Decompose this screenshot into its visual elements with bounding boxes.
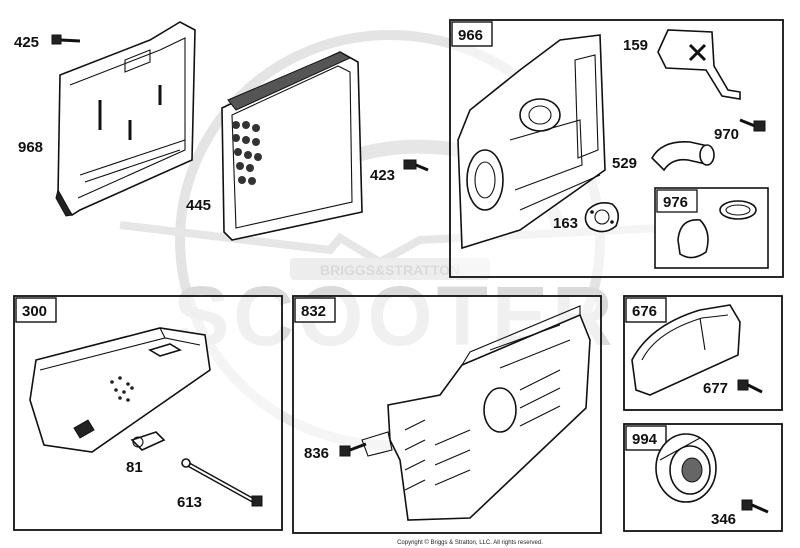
part-445-filter [221,51,363,241]
box-label-994: 994 [632,431,658,448]
label-677: 677 [703,380,728,397]
label-346: 346 [711,511,736,528]
box-976: 976 [654,187,769,269]
label-81: 81 [126,459,143,476]
part-81-lock [130,431,166,451]
part-966-base [457,34,606,250]
label-968: 968 [18,139,43,156]
label-836: 836 [304,445,329,462]
part-159-bracket [657,29,741,100]
screw-346 [741,499,769,514]
copyright-text: Copyright © Briggs & Stratton, LLC. All … [397,539,543,546]
box-label-676: 676 [632,303,657,320]
screw-423 [403,159,429,172]
label-970: 970 [714,126,739,143]
box-label-832: 832 [301,303,326,320]
part-994-spark-arrestor [655,433,717,503]
watermark-brand: BRIGGS&STRATTON [320,262,460,278]
label-529: 529 [612,155,637,172]
part-832-guard [361,305,591,521]
label-613: 613 [177,494,202,511]
label-423: 423 [370,167,395,184]
box-label-300: 300 [22,303,47,320]
label-159: 159 [623,37,648,54]
bolt-425 [51,34,81,45]
label-163: 163 [553,215,578,232]
part-529-elbow [651,141,715,172]
label-425: 425 [14,34,39,51]
part-613-stud [181,458,263,507]
label-445: 445 [186,197,211,214]
box-label-976: 976 [663,194,688,211]
part-163-gasket [584,202,620,233]
part-968-housing [55,21,196,217]
screw-970 [739,118,766,132]
screw-677 [737,379,763,394]
part-300-muffler [29,327,211,453]
box-label-966: 966 [458,27,483,44]
screw-836 [339,442,367,457]
part-676-deflector [631,304,741,396]
